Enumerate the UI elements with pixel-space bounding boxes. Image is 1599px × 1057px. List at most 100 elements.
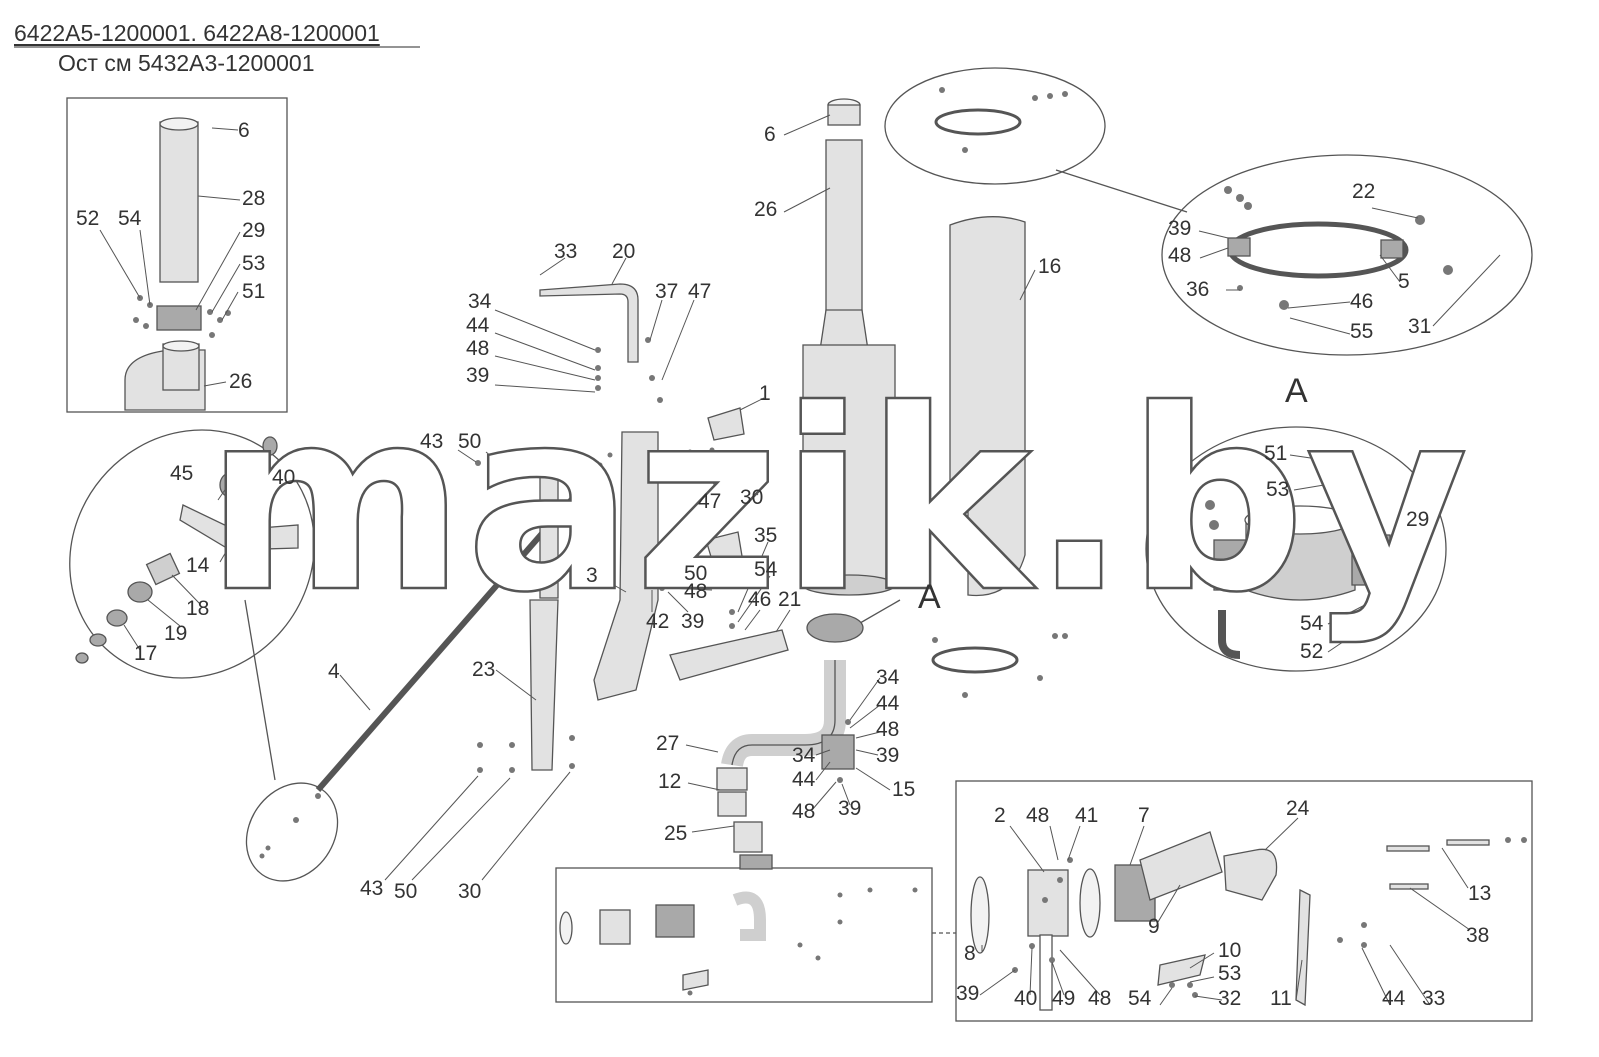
- callout: 37: [655, 280, 678, 303]
- elbow-24: [1223, 848, 1278, 901]
- clamp-5: [1227, 221, 1409, 279]
- heat-shield-16: [949, 216, 1026, 597]
- rod-4: [315, 488, 583, 792]
- detail-frame-top-left: [66, 97, 288, 413]
- detail-ellipse-rod-end: [245, 782, 339, 882]
- callout: 44: [792, 768, 816, 791]
- callout: 45: [170, 462, 193, 485]
- view-label-a-arrow: А: [918, 578, 941, 616]
- callout: 14: [186, 554, 210, 577]
- callout: 54: [118, 207, 142, 230]
- detail-ellipse-view-a: [1145, 426, 1447, 672]
- callout: 33: [1422, 987, 1445, 1010]
- callout: 53: [1266, 478, 1289, 501]
- callout: 18: [186, 597, 209, 620]
- drawing-title-code: 6422А5-1200001. 6422А8-1200001: [14, 20, 380, 46]
- callout: 30: [458, 880, 481, 903]
- callout: 46: [1350, 290, 1373, 313]
- callout: 34: [876, 666, 900, 689]
- callout: 48: [792, 800, 815, 823]
- callout: 54: [1300, 612, 1324, 635]
- callout: 19: [164, 622, 187, 645]
- gasket-8: [970, 876, 990, 954]
- callout: 53: [1218, 962, 1241, 985]
- callout: 48: [1026, 804, 1049, 827]
- callout: 28: [242, 187, 265, 210]
- callout: 33: [554, 240, 577, 263]
- pipe-28: [159, 121, 199, 283]
- callout: 21: [778, 588, 801, 611]
- callout: 5: [1398, 270, 1410, 293]
- callout: 10: [1218, 939, 1241, 962]
- callout: 43: [420, 430, 443, 453]
- callout: 32: [1218, 987, 1241, 1010]
- muffler-body: [802, 344, 896, 586]
- strap-23-upper: [539, 457, 559, 599]
- bolt-13: [1386, 845, 1430, 852]
- flange-12: [716, 767, 748, 791]
- callout: 47: [688, 280, 711, 303]
- callout: 7: [1138, 804, 1150, 827]
- callout: 15: [892, 778, 915, 801]
- detail-ellipse-clamp-top: [884, 67, 1106, 185]
- callout: 3: [586, 564, 598, 587]
- callout: 29: [242, 219, 265, 242]
- callout: 17: [134, 642, 157, 665]
- callout: 35: [754, 524, 777, 547]
- flex-pipe-25: [733, 821, 763, 853]
- callout: 22: [1352, 180, 1375, 203]
- callout: 13: [1468, 882, 1491, 905]
- callout: 39: [681, 610, 704, 633]
- callout: 39: [876, 744, 899, 767]
- callout: 48: [684, 580, 707, 603]
- bracket-14: [179, 504, 299, 551]
- callout: 48: [876, 718, 899, 741]
- callout: 44: [876, 692, 900, 715]
- washer-17: [106, 609, 128, 627]
- detail-ellipse-bracket: [69, 429, 315, 679]
- callout: 48: [466, 337, 489, 360]
- callout: 51: [242, 280, 265, 303]
- callout: 40: [272, 466, 295, 489]
- callout: 50: [684, 562, 707, 585]
- callout: 54: [1128, 987, 1152, 1010]
- callout: 38: [1466, 924, 1489, 947]
- support-15: [821, 734, 855, 770]
- callout: 47: [698, 490, 721, 513]
- callout: 6: [238, 119, 250, 142]
- callout: 26: [229, 370, 252, 393]
- bolt-38: [1389, 883, 1429, 890]
- bushing-19: [127, 581, 153, 603]
- callout: 12: [658, 770, 681, 793]
- u-bolt-20: [539, 283, 639, 363]
- callout: 6: [764, 123, 776, 146]
- callout: 49: [1052, 987, 1075, 1010]
- callout: 54: [754, 558, 778, 581]
- callout: 40: [1014, 987, 1037, 1010]
- callout: 29: [1406, 508, 1429, 531]
- callout: 50: [458, 430, 481, 453]
- callout: 20: [612, 240, 635, 263]
- callout: 23: [472, 658, 495, 681]
- callout: 9: [1148, 915, 1160, 938]
- watermark-text: mazik.by: [205, 356, 1469, 647]
- callout: 1: [759, 382, 771, 405]
- callout: 46: [748, 588, 771, 611]
- callout: 16: [1038, 255, 1061, 278]
- callout: 52: [1300, 640, 1323, 663]
- callout: 34: [468, 290, 492, 313]
- callout: 2: [994, 804, 1006, 827]
- plate-10: [1157, 954, 1206, 986]
- bracket-9: [1139, 831, 1223, 901]
- callout: 39: [956, 982, 979, 1005]
- pipe-27: [721, 660, 846, 768]
- callout: 8: [964, 942, 976, 965]
- callout: 48: [1088, 987, 1111, 1010]
- callout-labels: 6 28 52 54 29 53 51 26 6 26 16 33 20 34 …: [76, 119, 1491, 1010]
- clamp-lower: [931, 646, 1019, 674]
- bushing-18: [145, 552, 181, 586]
- callout: 39: [838, 797, 861, 820]
- callout: 48: [1168, 244, 1191, 267]
- callout: 55: [1350, 320, 1373, 343]
